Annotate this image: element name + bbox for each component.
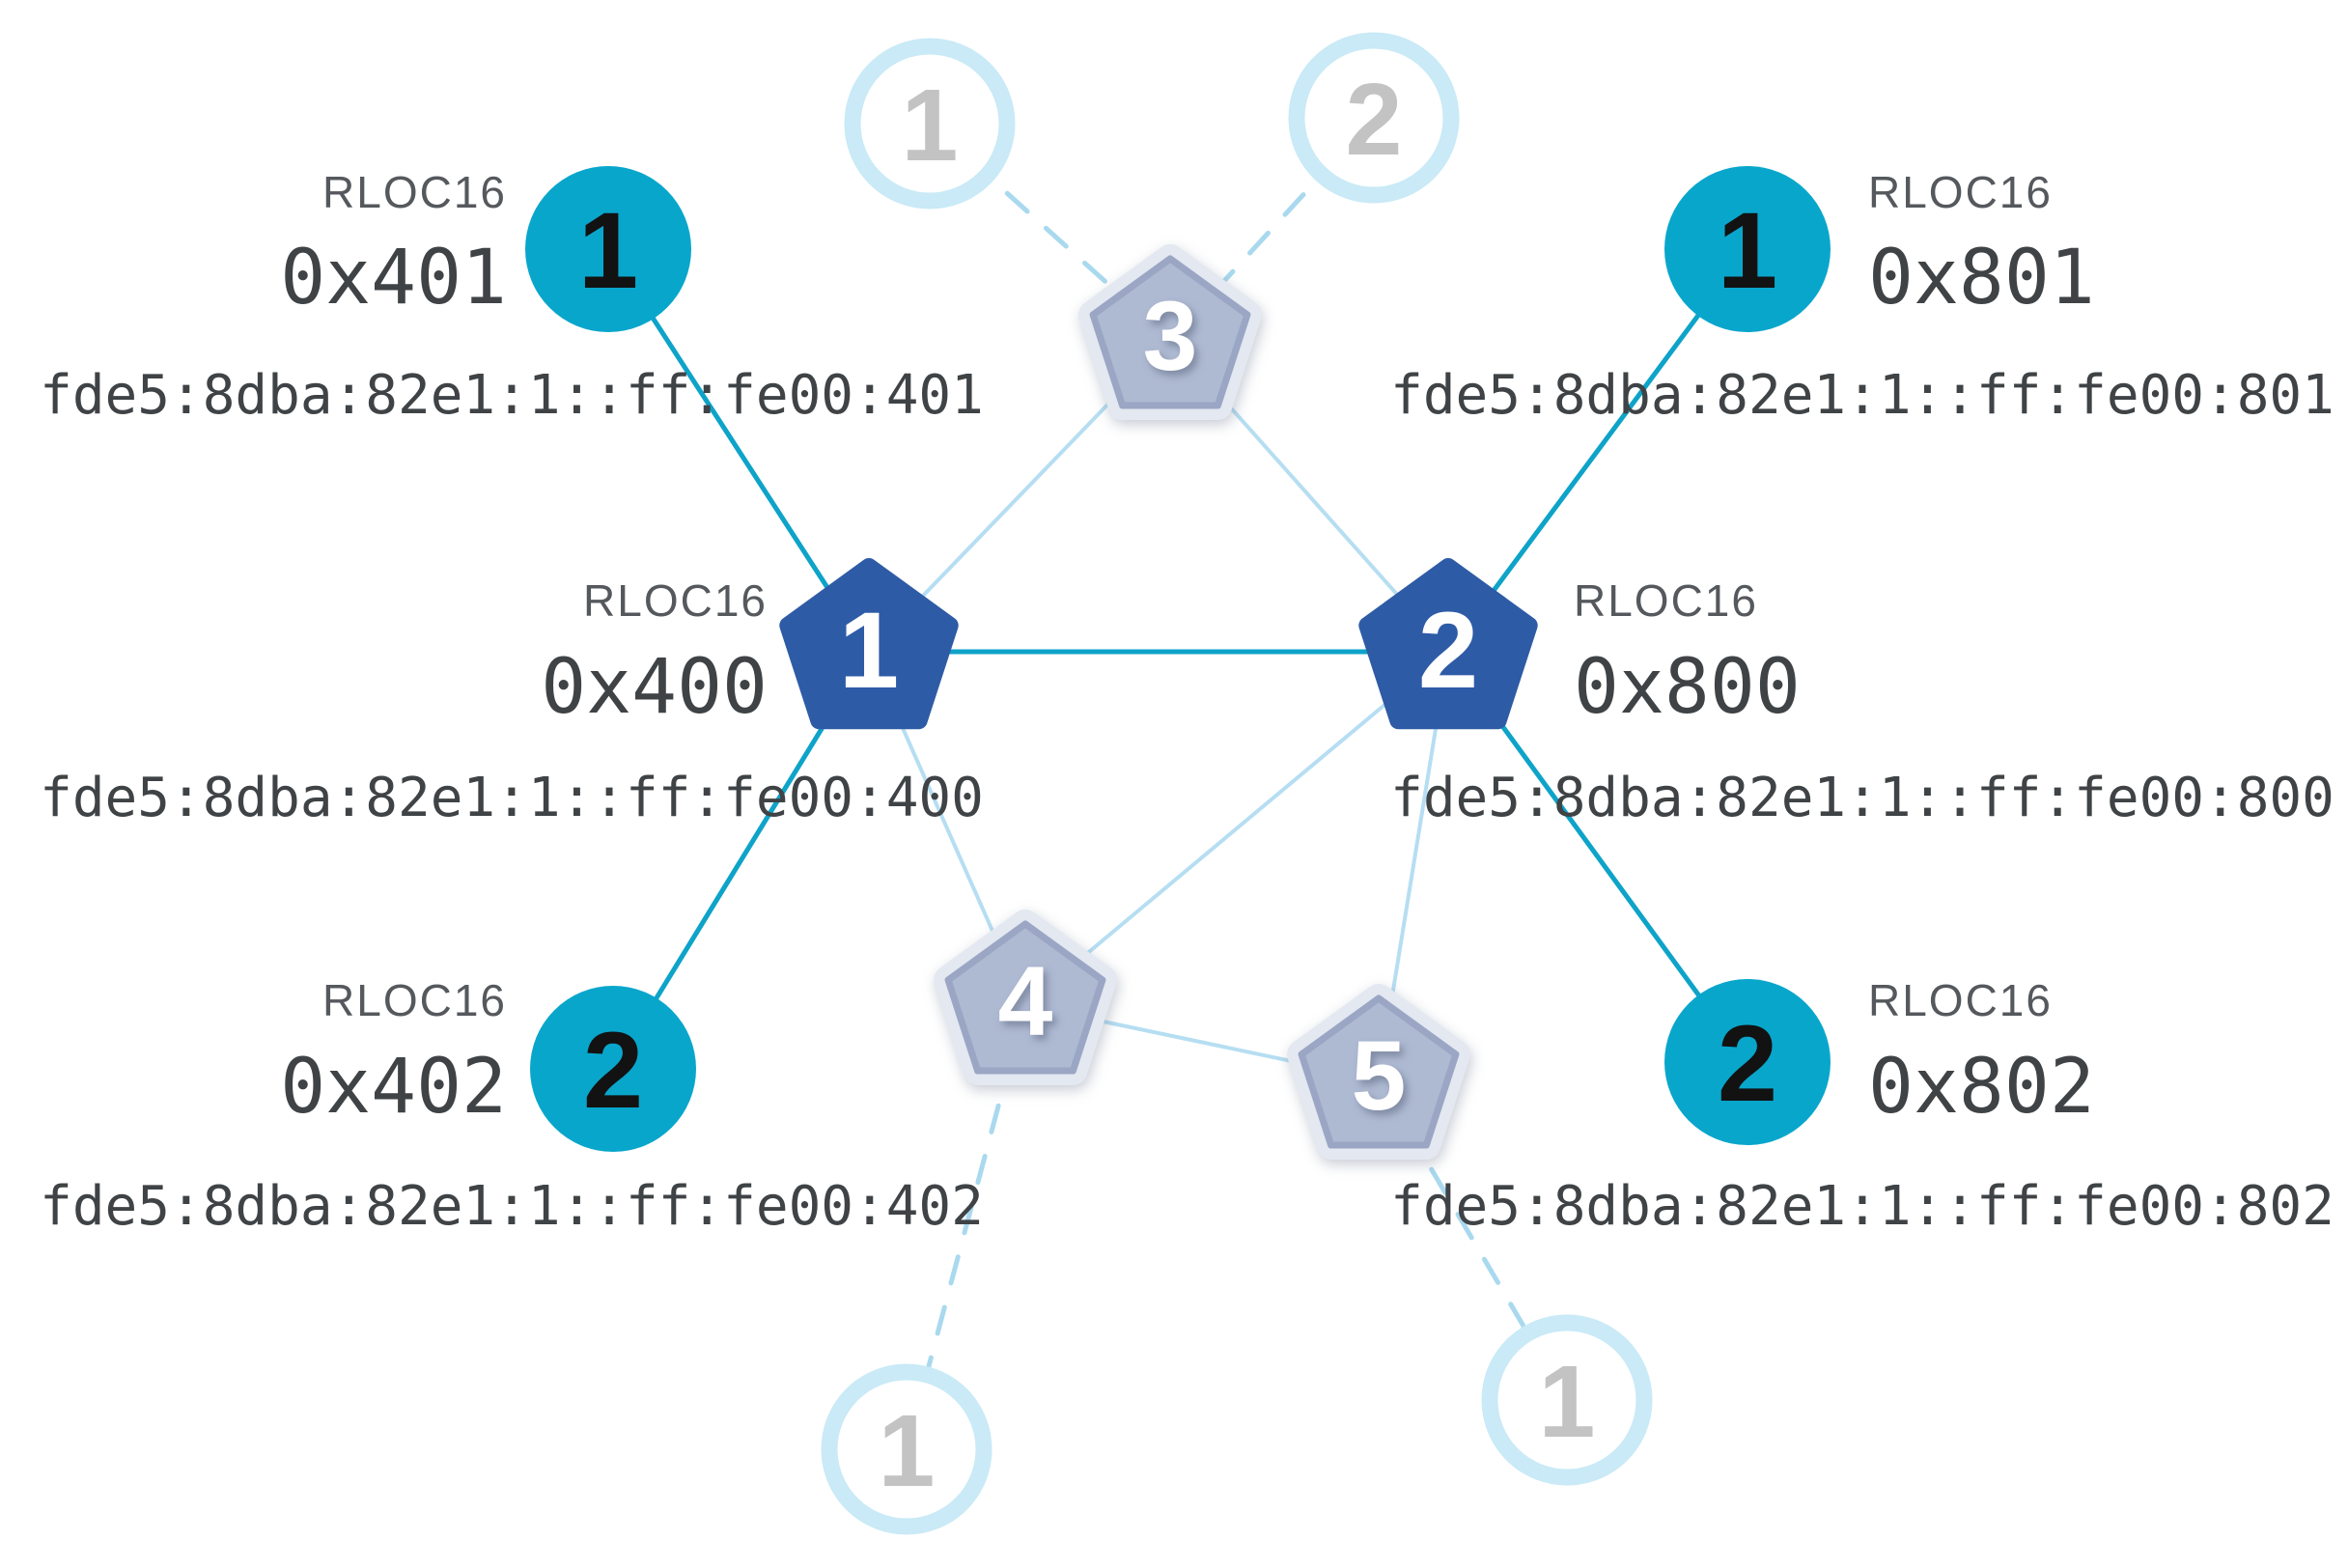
ipv6-child2R: fde5:8dba:82e1:1::ff:fe00:802 <box>1390 1175 2334 1238</box>
router1-number: 1 <box>839 590 899 711</box>
labels-left-column: RLOC16 0x401 fde5:8dba:82e1:1::ff:fe00:4… <box>40 167 984 1238</box>
rloc16-label-child1R: RLOC16 <box>1868 167 2053 217</box>
rloc-value-child1L: 0x401 <box>280 235 507 322</box>
rloc-value-router2: 0x800 <box>1574 644 1801 731</box>
ipv6-child1R: fde5:8dba:82e1:1::ff:fe00:801 <box>1390 364 2334 427</box>
router1-pentagon <box>779 558 959 730</box>
child1L-number: 1 <box>578 190 638 311</box>
router4-pentagon-node: 4 <box>934 910 1117 1085</box>
router5-pentagon <box>1298 994 1460 1149</box>
child2L-number: 2 <box>583 1010 643 1131</box>
faded-end-devices: 1 2 1 1 <box>821 32 1653 1535</box>
rloc16-label-child2R: RLOC16 <box>1868 975 2053 1025</box>
faded-child-top2-number: 2 <box>1346 63 1403 177</box>
faded-child-top1-number: 1 <box>902 69 959 182</box>
faded-child-top1-circle <box>844 38 1016 210</box>
mesh-routers: 3 4 5 <box>934 244 1470 1160</box>
rloc16-label-router1: RLOC16 <box>583 575 768 626</box>
faded-child-bottom-right-number: 1 <box>1539 1345 1596 1459</box>
router3-number: 3 <box>1143 281 1198 391</box>
child2R-number: 2 <box>1718 1003 1777 1124</box>
child1R-circle <box>1664 166 1831 332</box>
rloc-value-child2L: 0x402 <box>280 1044 507 1131</box>
ipv6-router1: fde5:8dba:82e1:1::ff:fe00:400 <box>40 767 984 829</box>
router3-pentagon <box>1089 255 1251 409</box>
rloc16-label-child1L: RLOC16 <box>322 167 507 217</box>
ipv6-child1L: fde5:8dba:82e1:1::ff:fe00:401 <box>40 364 984 427</box>
router5-pentagon-node: 5 <box>1287 984 1470 1160</box>
router2-pentagon <box>1358 558 1538 730</box>
rloc16-label-router2: RLOC16 <box>1574 575 1758 626</box>
faded-child-top2-circle <box>1288 32 1460 204</box>
labels-right-column: RLOC16 0x801 fde5:8dba:82e1:1::ff:fe00:8… <box>1390 167 2334 1238</box>
child2L-circle <box>530 986 696 1152</box>
faded-child-bottom-left-number: 1 <box>879 1394 936 1508</box>
ipv6-router2: fde5:8dba:82e1:1::ff:fe00:800 <box>1390 767 2334 829</box>
rloc16-label-child2L: RLOC16 <box>322 975 507 1025</box>
link-router2-router4 <box>1023 650 1450 1007</box>
child2R-circle <box>1664 979 1831 1145</box>
rloc-value-child2R: 0x802 <box>1868 1044 2095 1131</box>
router4-pentagon <box>944 920 1106 1075</box>
router5-number: 5 <box>1352 1021 1407 1131</box>
router4-number: 4 <box>998 946 1053 1056</box>
rloc-value-child1R: 0x801 <box>1868 235 2095 322</box>
attached-children: 1 2 1 2 <box>525 166 1831 1152</box>
child1R-number: 1 <box>1718 190 1777 311</box>
faded-child-bottom-right-circle <box>1481 1314 1653 1486</box>
child1L-circle <box>525 166 691 332</box>
router3-pentagon-node: 3 <box>1078 244 1262 420</box>
ipv6-child2L: fde5:8dba:82e1:1::ff:fe00:402 <box>40 1175 984 1238</box>
router2-number: 2 <box>1418 590 1478 711</box>
highlighted-routers: 1 2 <box>779 558 1538 730</box>
faded-child-bottom-left-circle <box>821 1363 992 1535</box>
rloc-value-router1: 0x400 <box>541 644 768 731</box>
link-child1R-router2 <box>1445 247 1750 654</box>
